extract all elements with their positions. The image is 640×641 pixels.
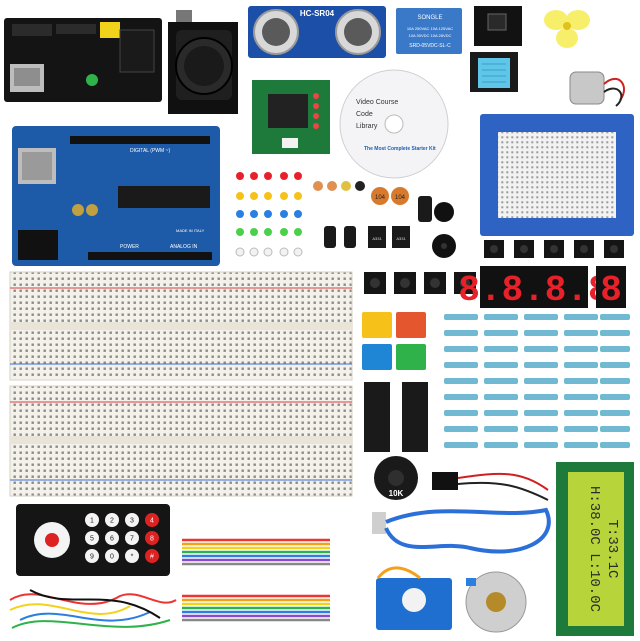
ir-remote: 1 2 3 4 5 6 7 8 9 0 * # <box>16 504 170 576</box>
transistors: A331 A331 <box>368 226 410 248</box>
lcd-line-2: H:38.0C L:10.0C <box>586 486 602 612</box>
remote-key <box>125 531 139 545</box>
buzzers <box>432 202 456 258</box>
remote-key-label: 2 <box>110 518 114 525</box>
dht11-sensor <box>470 52 518 92</box>
remote-key-label: # <box>150 554 154 561</box>
remote-key-label: 1 <box>90 518 94 525</box>
relay-line-2: 10A 30VDC 10A 28VDC <box>409 33 452 38</box>
tutorial-cd: Video Course Code Library The Most Compl… <box>339 69 449 179</box>
arduino-italy-label: MADE IN ITALY <box>176 228 205 233</box>
remote-key <box>145 513 159 527</box>
remote-key <box>105 513 119 527</box>
arduino-analog-label: ANALOG IN <box>170 244 198 250</box>
remote-key-label: 6 <box>110 536 114 543</box>
remote-key <box>105 549 119 563</box>
breadboard-large <box>9 271 353 381</box>
remote-key <box>85 549 99 563</box>
joystick-module <box>168 10 238 114</box>
cd-line-3: Library <box>356 123 378 130</box>
power-supply-module <box>4 18 162 102</box>
potentiometer: 10K <box>374 456 418 500</box>
fan-propeller <box>544 10 590 48</box>
remote-key-label: 9 <box>90 554 94 561</box>
remote-key-label: * <box>131 554 134 561</box>
remote-keypad: 1 2 3 4 5 6 7 8 9 0 * # <box>85 513 159 563</box>
relay-model: SRD-05VDC-SL-C <box>409 43 451 49</box>
seven-segment-4digit-text: 8.8.8.8 <box>458 270 609 311</box>
ultrasonic-label: HC-SR04 <box>300 9 335 18</box>
arduino-power-label: POWER <box>120 244 139 250</box>
remote-key <box>85 513 99 527</box>
remote-key <box>145 549 159 563</box>
remote-key <box>125 513 139 527</box>
cd-tagline: The Most Complete Starter Kit <box>364 146 436 152</box>
arduino-uno-board: DIGITAL (PWM ~) POWER ANALOG IN MADE IN … <box>12 126 220 266</box>
lcd-line-1: T:33.1C <box>604 520 620 579</box>
remote-key-label: 8 <box>150 536 154 543</box>
relay-line-1: 10A 250VAC 10A 125VAC <box>407 26 453 31</box>
dc-motor <box>569 71 625 107</box>
resistor-array <box>444 314 630 448</box>
tactile-buttons-left <box>364 272 476 294</box>
ceramic-capacitors: 104 104 <box>371 187 409 205</box>
ic-chips <box>364 382 428 452</box>
remote-key <box>105 531 119 545</box>
remote-key-label: 0 <box>110 554 114 561</box>
capacitor-label-1: 104 <box>375 195 386 201</box>
potentiometer-label: 10K <box>389 489 404 498</box>
remote-key-label: 5 <box>90 536 94 543</box>
capacitor-label-2: 104 <box>395 195 406 201</box>
remote-key-label: 7 <box>130 536 134 543</box>
usb-cable <box>372 507 551 554</box>
cd-line-2: Code <box>356 111 373 118</box>
ultrasonic-sensor: HC-SR04 <box>248 6 386 58</box>
servo-motor <box>376 566 452 630</box>
prototype-shield <box>480 114 634 236</box>
remote-key-label: 4 <box>150 518 154 525</box>
remote-dpad <box>34 522 70 558</box>
lcd-1602-module: T:33.1C H:38.0C L:10.0C <box>556 462 634 636</box>
seven-segment-4digit: 8.8.8.8 <box>458 266 610 311</box>
stepper-driver-board <box>252 80 330 154</box>
remote-key <box>85 531 99 545</box>
button-caps <box>362 312 426 370</box>
arduino-digital-label: DIGITAL (PWM ~) <box>130 148 170 154</box>
battery-clip <box>432 472 549 501</box>
electrolytic-capacitors <box>324 196 432 248</box>
photoresistors <box>313 181 365 191</box>
sensor-board-small <box>474 6 522 46</box>
led-array <box>235 172 303 257</box>
relay-brand: SONGLE <box>417 15 442 21</box>
remote-key <box>125 549 139 563</box>
tactile-buttons-row <box>484 240 624 258</box>
relay-module: SONGLE 10A 250VAC 10A 125VAC 10A 30VDC 1… <box>396 8 462 54</box>
stepper-motor <box>465 571 527 633</box>
transistor-label-2: A331 <box>396 236 406 241</box>
jumper-wires-bundle-1 <box>182 538 330 566</box>
cd-line-1: Video Course <box>356 99 398 106</box>
transistor-label-1: A331 <box>372 236 382 241</box>
jumper-wires-bundle-2 <box>182 594 330 622</box>
jumper-wires-loose <box>9 589 177 629</box>
remote-key-label: 3 <box>130 518 134 525</box>
seven-segment-1digit-text: 8 <box>600 270 622 311</box>
remote-key <box>145 531 159 545</box>
seven-segment-1digit: 8 <box>596 266 626 311</box>
breadboard-large-2 <box>9 385 353 497</box>
